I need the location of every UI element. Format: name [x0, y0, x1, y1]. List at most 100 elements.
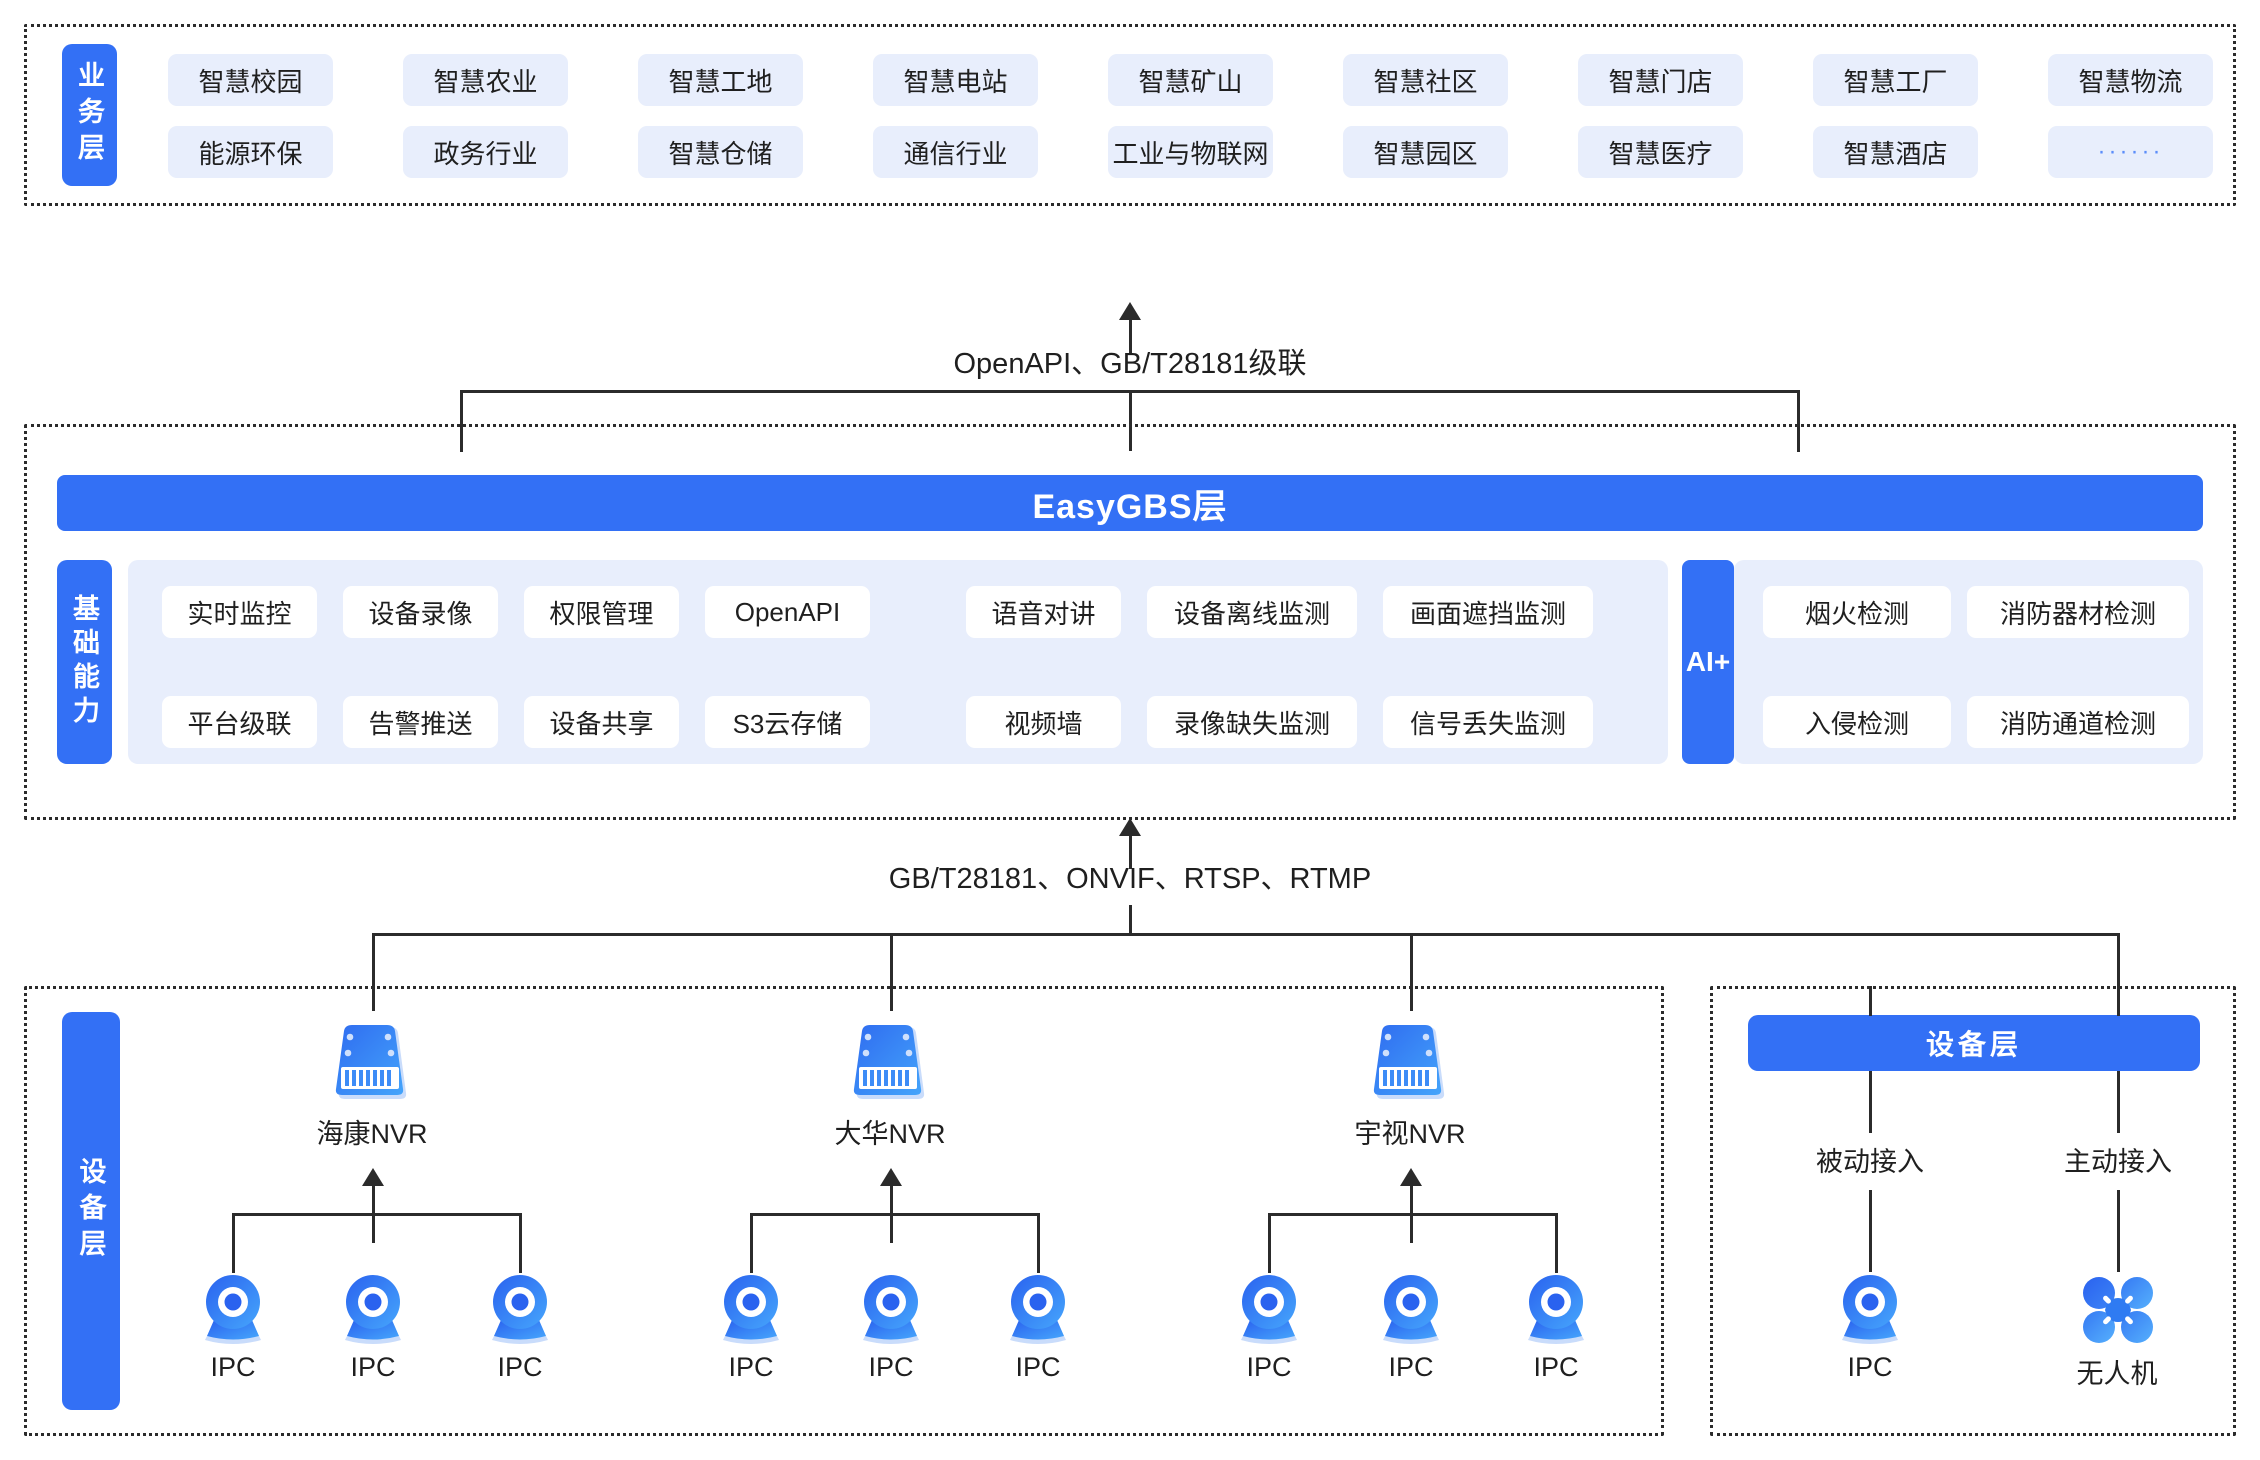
ipc-camera-icon [1002, 1272, 1074, 1344]
connector-top-stem [1129, 318, 1132, 353]
business-pill[interactable]: 智慧门店 [1578, 54, 1743, 106]
ipc-label: IPC [303, 1352, 443, 1383]
business-pill[interactable]: 智慧电站 [873, 54, 1038, 106]
active-access-label-text: 主动接入 [2064, 1147, 2172, 1177]
capability-chip[interactable]: 权限管理 [524, 586, 679, 638]
business-pill-label: 智慧酒店 [1843, 138, 1948, 169]
capability-chip[interactable]: 告警推送 [343, 696, 498, 748]
business-pill-label: 智慧门店 [1608, 66, 1713, 97]
capability-chip[interactable]: 平台级联 [162, 696, 317, 748]
nvr-label: 海康NVR [252, 1112, 492, 1151]
business-pill[interactable]: 智慧工厂 [1813, 54, 1978, 106]
capability-chip-label: 权限管理 [549, 598, 654, 629]
ai-chip-label: 消防通道检测 [1999, 708, 2156, 739]
connector-top-branch-right [1797, 390, 1800, 452]
business-pill[interactable]: 智慧酒店 [1813, 126, 1978, 178]
capability-chip-label: 设备离线监测 [1173, 598, 1330, 629]
business-pill-label: 智慧园区 [1373, 138, 1478, 169]
connector-bottom-stem [1129, 834, 1132, 869]
nvr-icon [843, 1023, 938, 1101]
ipc-camera-icon [337, 1272, 409, 1344]
capability-chip[interactable]: 信号丢失监测 [1383, 696, 1593, 748]
business-pill[interactable]: 能源环保 [168, 126, 333, 178]
business-pill[interactable]: 工业与物联网 [1108, 126, 1273, 178]
ai-plus-side-label-text: AI+ [1685, 646, 1731, 677]
business-pill-label: 智慧校园 [198, 66, 303, 97]
connector-top-label: OpenAPI、GB/T28181级联 [830, 340, 1430, 382]
connector-top-branch-left [460, 390, 463, 452]
ai-chip-label: 入侵检测 [1804, 708, 1909, 739]
ipc-label-text: IPC [1015, 1352, 1061, 1382]
passive-access-label-text: 被动接入 [1816, 1147, 1924, 1177]
ipc-label-text: IPC [1388, 1352, 1434, 1382]
capability-chip[interactable]: 录像缺失监测 [1147, 696, 1357, 748]
nvr-camera-bus [232, 1213, 522, 1216]
ipc-label: IPC [1486, 1352, 1626, 1383]
capability-chip-label: S3云存储 [732, 708, 843, 739]
capability-chip-label: OpenAPI [734, 596, 841, 627]
capability-chip[interactable]: 画面遮挡监测 [1383, 586, 1593, 638]
business-pill[interactable]: 智慧仓储 [638, 126, 803, 178]
business-pill[interactable]: 智慧医疗 [1578, 126, 1743, 178]
capability-chip-label: 画面遮挡监测 [1409, 598, 1566, 629]
business-pill-label: ······ [2097, 138, 2164, 165]
nvr-camera-branch [1268, 1213, 1271, 1273]
ipc-camera-icon [1375, 1272, 1447, 1344]
capability-chip-label: 录像缺失监测 [1173, 708, 1330, 739]
platform-side-label-text: 基础能力 [69, 594, 99, 730]
connector-bottom-bus [372, 933, 2120, 936]
business-pill-label: 能源环保 [198, 138, 303, 169]
capability-chip-label: 设备共享 [549, 708, 654, 739]
connector-top-lower-stem [1129, 390, 1132, 451]
capability-chip[interactable]: 实时监控 [162, 586, 317, 638]
ai-chip[interactable]: 入侵检测 [1763, 696, 1951, 748]
capability-chip[interactable]: 设备共享 [524, 696, 679, 748]
ipc-camera-icon [484, 1272, 556, 1344]
device-layer-left-side-label-text: 设备层 [75, 1157, 106, 1265]
ai-chip[interactable]: 烟火检测 [1763, 586, 1951, 638]
capability-chip-label: 信号丢失监测 [1409, 708, 1566, 739]
capability-chip[interactable]: 设备离线监测 [1147, 586, 1357, 638]
nvr-uplink-arrowhead [362, 1168, 384, 1186]
capability-chip-label: 告警推送 [368, 708, 473, 739]
active-branch-bottom [2117, 1190, 2120, 1272]
drone-label: 无人机 [2047, 1352, 2187, 1391]
easygbs-banner[interactable]: EasyGBS层 [57, 475, 2203, 531]
connector-bottom-branch-dahua [890, 933, 893, 1011]
connector-top-label-text: OpenAPI、GB/T28181级联 [953, 348, 1307, 380]
business-pill-label: 智慧医疗 [1608, 138, 1713, 169]
capability-chip[interactable]: 语音对讲 [966, 586, 1121, 638]
ai-chip[interactable]: 消防通道检测 [1967, 696, 2189, 748]
business-pill-more[interactable]: ······ [2048, 126, 2213, 178]
ipc-camera-icon [1233, 1272, 1305, 1344]
active-branch-top [2117, 986, 2120, 1016]
nvr-label-text: 海康NVR [316, 1119, 428, 1149]
business-pill[interactable]: 智慧物流 [2048, 54, 2213, 106]
ai-chip[interactable]: 消防器材检测 [1967, 586, 2189, 638]
capability-chip-label: 视频墙 [1004, 708, 1083, 739]
ipc-label: IPC [450, 1352, 590, 1383]
capability-chip[interactable]: 视频墙 [966, 696, 1121, 748]
ipc-label: IPC [163, 1352, 303, 1383]
capability-chip[interactable]: 设备录像 [343, 586, 498, 638]
business-pill[interactable]: 智慧社区 [1343, 54, 1508, 106]
capability-chip-label: 语音对讲 [991, 598, 1096, 629]
ai-chip-label: 消防器材检测 [1999, 598, 2156, 629]
business-pill[interactable]: 智慧矿山 [1108, 54, 1273, 106]
business-pill[interactable]: 政务行业 [403, 126, 568, 178]
business-pill[interactable]: 通信行业 [873, 126, 1038, 178]
business-pill[interactable]: 智慧园区 [1343, 126, 1508, 178]
business-pill[interactable]: 智慧农业 [403, 54, 568, 106]
business-pill-label: 工业与物联网 [1112, 138, 1269, 169]
business-pill[interactable]: 智慧工地 [638, 54, 803, 106]
ipc-camera-icon [855, 1272, 927, 1344]
connector-top-bus [460, 390, 1800, 393]
business-pill[interactable]: 智慧校园 [168, 54, 333, 106]
capability-chip[interactable]: S3云存储 [705, 696, 870, 748]
connector-top-arrowhead [1119, 302, 1141, 320]
ai-plus-side-label: AI+ [1682, 560, 1734, 764]
ipc-label-text: IPC [350, 1352, 396, 1382]
passive-access-label: 被动接入 [1770, 1140, 1970, 1179]
capability-chip[interactable]: OpenAPI [705, 586, 870, 638]
device-layer-right-banner[interactable]: 设备层 [1748, 1015, 2200, 1071]
